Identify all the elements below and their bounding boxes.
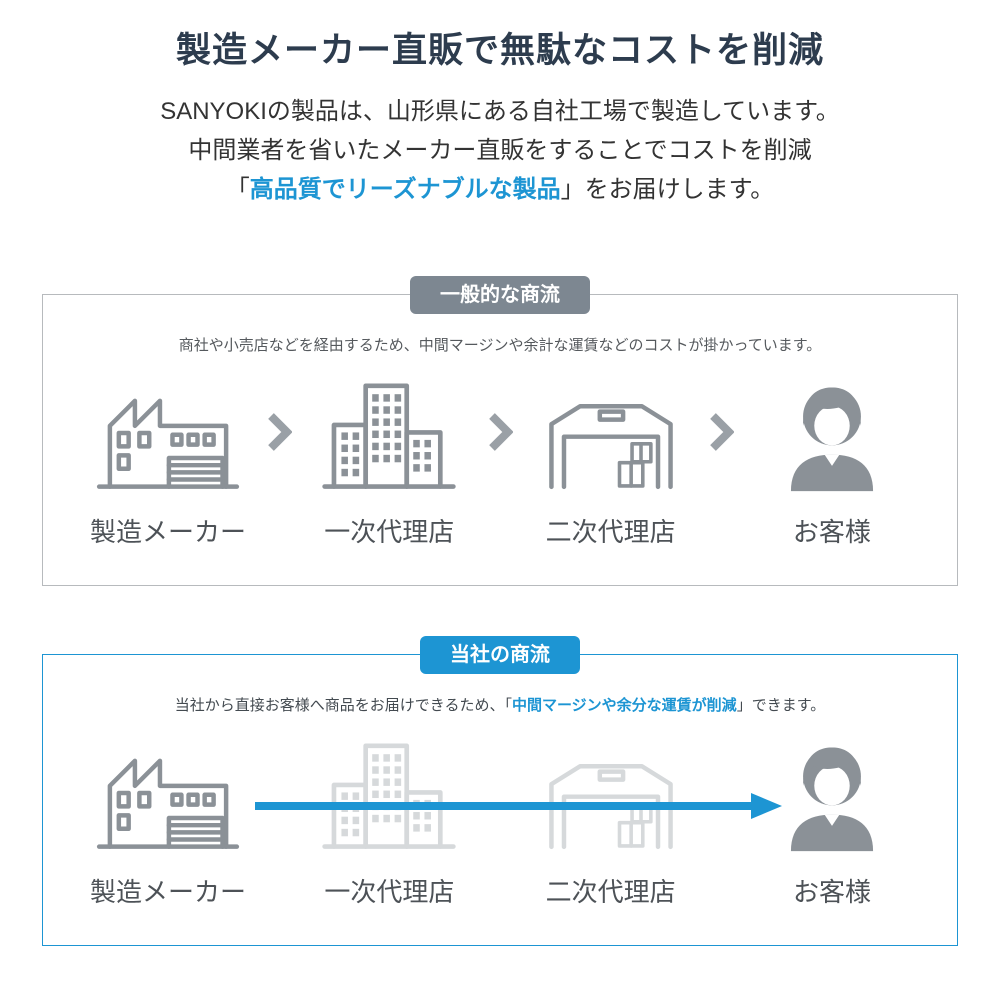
step-label: 製造メーカー — [89, 877, 246, 907]
buildings-icon — [319, 370, 459, 494]
intro-text: SANYOKIの製品は、山形県にある自社工場で製造しています。 中間業者を省いた… — [0, 92, 1000, 209]
direct-flow-section: 当社の商流 当社から直接お客様へ商品をお届けできるため、「中間マージンや余分な運… — [42, 636, 958, 946]
factory-icon — [92, 730, 244, 854]
direct-desc-highlight: 中間マージンや余分な運賃が削減 — [511, 697, 737, 714]
chevron-right-icon — [266, 370, 292, 494]
step-customer: お客様 — [737, 730, 927, 909]
step-first-agent: 一次代理店 — [294, 370, 484, 549]
step-second-agent: 二次代理店 — [516, 370, 706, 549]
step-manufacturer: 製造メーカー — [73, 370, 263, 549]
chevron-right-icon — [487, 370, 513, 494]
step-manufacturer: 製造メーカー — [73, 730, 263, 909]
general-flow-description: 商社や小売店などを経由するため、中間マージンや余計な運賃などのコストが掛かってい… — [178, 337, 822, 354]
step-label: 二次代理店 — [545, 877, 676, 907]
customer-icon — [776, 370, 888, 494]
direct-flow-description: 当社から直接お客様へ商品をお届けできるため、「中間マージンや余分な運賃が削減」で… — [43, 697, 957, 714]
step-label: お客様 — [792, 517, 871, 547]
direct-desc-close: 」できます。 — [736, 697, 826, 714]
intro-line-1: SANYOKIの製品は、山形県にある自社工場で製造しています。 — [160, 98, 840, 125]
step-label: 一次代理店 — [324, 877, 455, 907]
chevron-right-icon — [708, 370, 735, 494]
general-flow-section: 一般的な商流 商社や小売店などを経由するため、中間マージンや余計な運賃などのコス… — [42, 276, 958, 586]
direct-desc-open: 当社から直接お客様へ商品をお届けできるため、「 — [174, 697, 512, 714]
customer-icon — [776, 730, 888, 854]
step-label: 一次代理店 — [324, 517, 455, 547]
direct-flow-badge: 当社の商流 — [420, 636, 580, 674]
intro-line-3-open: 「 — [225, 176, 250, 203]
direct-flow-row: 製造メーカー — [43, 730, 957, 909]
page-title: 製造メーカー直販で無駄なコストを削減 — [175, 31, 824, 70]
step-customer: お客様 — [737, 370, 927, 549]
intro-line-3-highlight: 高品質でリーズナブルな製品 — [249, 176, 561, 203]
direct-arrow-icon — [255, 790, 783, 827]
step-label: お客様 — [792, 877, 871, 907]
warehouse-icon — [536, 370, 686, 494]
general-flow-row: 製造メーカー — [43, 370, 957, 549]
step-second-agent: 二次代理店 — [516, 730, 706, 909]
step-label: 製造メーカー — [89, 517, 246, 547]
intro-line-2: 中間業者を省いたメーカー直販をすることでコストを削減 — [188, 137, 812, 164]
general-flow-badge: 一般的な商流 — [410, 276, 590, 314]
step-label: 二次代理店 — [545, 517, 676, 547]
intro-line-3-close: 」をお届けします。 — [560, 176, 775, 203]
factory-icon — [92, 370, 244, 494]
